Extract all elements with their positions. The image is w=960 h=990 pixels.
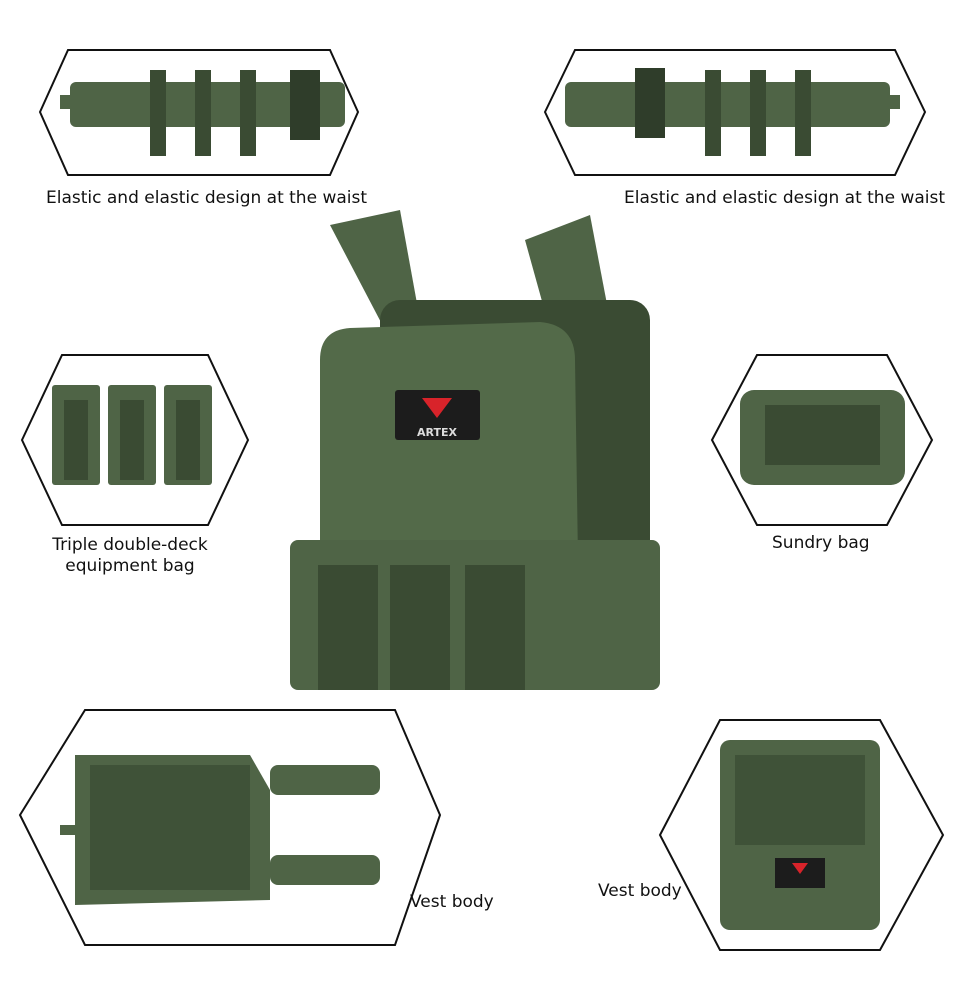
- waist-belt-left-image: [60, 70, 345, 156]
- hexagon-frame-vest-left: [18, 709, 442, 946]
- hexagon-frame-waist-right: [543, 49, 927, 176]
- svg-text:ARTEX: ARTEX: [417, 426, 458, 439]
- sundry-bag-image: [740, 390, 905, 485]
- hexagon-frame-triple-bag: [20, 354, 250, 526]
- hexagon-frame-sundry-bag: [710, 354, 934, 526]
- label-waist-left: Elastic and elastic design at the waist: [46, 188, 368, 208]
- waist-belt-right-image: [565, 68, 900, 156]
- label-vest-body-left: Vest body: [410, 892, 494, 912]
- hexagon-frame-vest-right: [658, 719, 945, 951]
- label-sundry-bag: Sundry bag: [772, 533, 870, 553]
- label-waist-right: Elastic and elastic design at the waist: [624, 188, 946, 208]
- label-vest-body-right: Vest body: [598, 881, 682, 901]
- hexagon-frame-waist-left: [38, 49, 360, 176]
- vest-body-right-image: [720, 740, 880, 930]
- main-vest-image: ARTEX: [290, 210, 660, 690]
- label-triple-bag: Triple double-deck equipment bag: [52, 535, 208, 576]
- vest-body-left-image: [60, 755, 380, 905]
- triple-bag-image: [52, 385, 212, 485]
